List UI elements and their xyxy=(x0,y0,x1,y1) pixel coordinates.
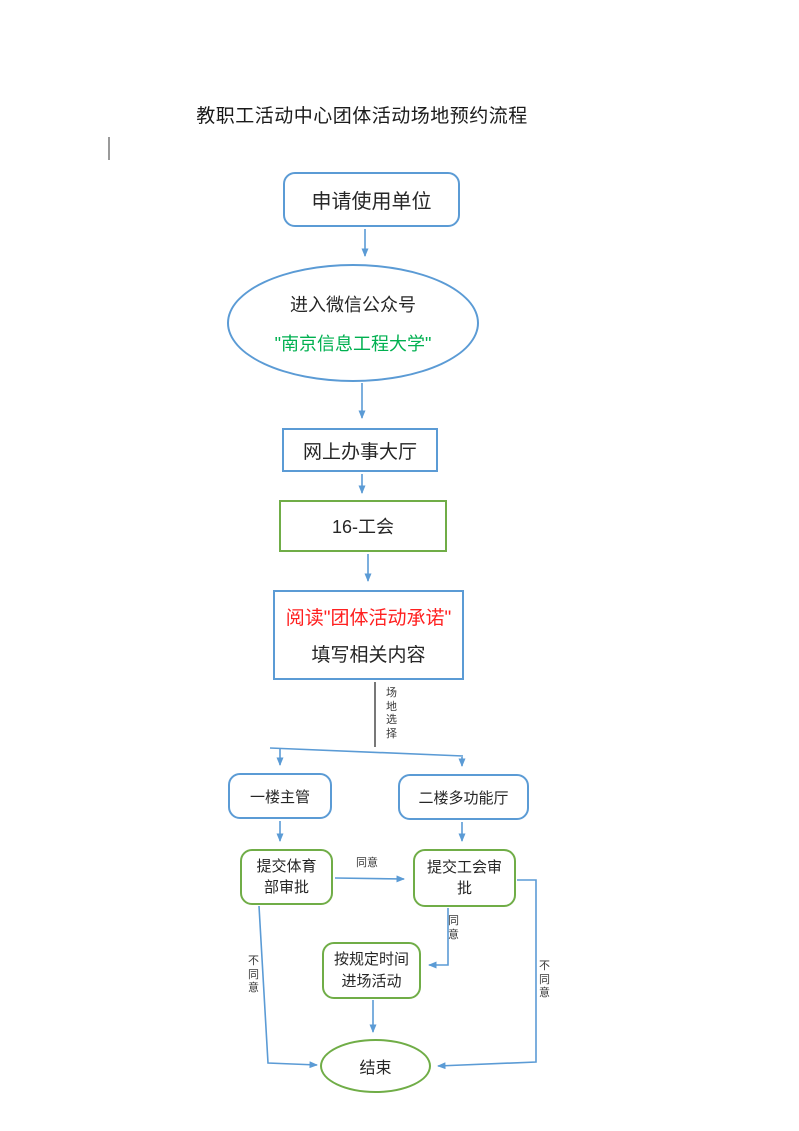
node-end: 结束 xyxy=(320,1039,431,1093)
node-union-approval: 提交工会审 批 xyxy=(413,849,516,907)
node-enter-on-time-line1: 按规定时间 xyxy=(333,950,409,968)
node-floor1-label: 一楼主管 xyxy=(249,788,310,806)
edge-label-agree-down: 同意 xyxy=(448,915,459,941)
edge-label-agree-right: 同意 xyxy=(356,857,378,869)
node-enter-on-time: 按规定时间 进场活动 xyxy=(322,942,421,999)
node-sports-dept-approval: 提交体育 部审批 xyxy=(240,849,333,905)
node-read-promise-label: 阅读"团体活动承诺" xyxy=(285,608,452,629)
node-applicant-label: 申请使用单位 xyxy=(311,191,432,213)
node-floor1-manager: 一楼主管 xyxy=(228,773,332,819)
node-sports-line1: 提交体育 xyxy=(256,858,317,875)
node-enter-on-time-line2: 进场活动 xyxy=(341,972,402,990)
node-union-approval-line2: 批 xyxy=(456,880,472,897)
node-union-approval-line1: 提交工会审 xyxy=(426,859,502,876)
node-online-hall-label: 网上办事大厅 xyxy=(302,441,417,463)
edge-union-approve-end-disagree xyxy=(437,879,537,1070)
node-union16: 16-工会 xyxy=(279,500,447,552)
edge-label-disagree-right: 不同意 xyxy=(539,960,550,999)
page-title: 教职工活动中心团体活动场地预约流程 xyxy=(196,106,528,127)
edge-sports-union-approve-agree xyxy=(334,875,405,883)
edge-branch-line xyxy=(269,747,464,757)
edge-label-venue-select: 场地选择 xyxy=(386,687,397,740)
edge-label-disagree-left: 不同意 xyxy=(248,955,259,994)
node-applicant: 申请使用单位 xyxy=(283,172,460,227)
node-wechat-line1: 进入微信公众号 xyxy=(290,294,416,315)
node-wechat-line2: "南京信息工程大学" xyxy=(274,333,432,354)
text-cursor-mark xyxy=(108,137,110,160)
node-union16-label: 16-工会 xyxy=(331,517,394,537)
node-floor2-hall: 二楼多功能厅 xyxy=(398,774,529,820)
node-end-label: 结束 xyxy=(359,1060,392,1077)
node-sports-line2: 部审批 xyxy=(263,879,309,896)
node-online-hall: 网上办事大厅 xyxy=(282,428,438,472)
edge-sports-end-disagree xyxy=(258,905,318,1069)
node-floor2-label: 二楼多功能厅 xyxy=(418,789,509,807)
edge-union-approve-activity-agree xyxy=(428,908,449,969)
node-wechat-account: 进入微信公众号 "南京信息工程大学" xyxy=(227,264,479,382)
node-read-and-fill: 阅读"团体活动承诺" 填写相关内容 xyxy=(273,590,464,680)
node-fill-content-label: 填写相关内容 xyxy=(311,645,426,666)
